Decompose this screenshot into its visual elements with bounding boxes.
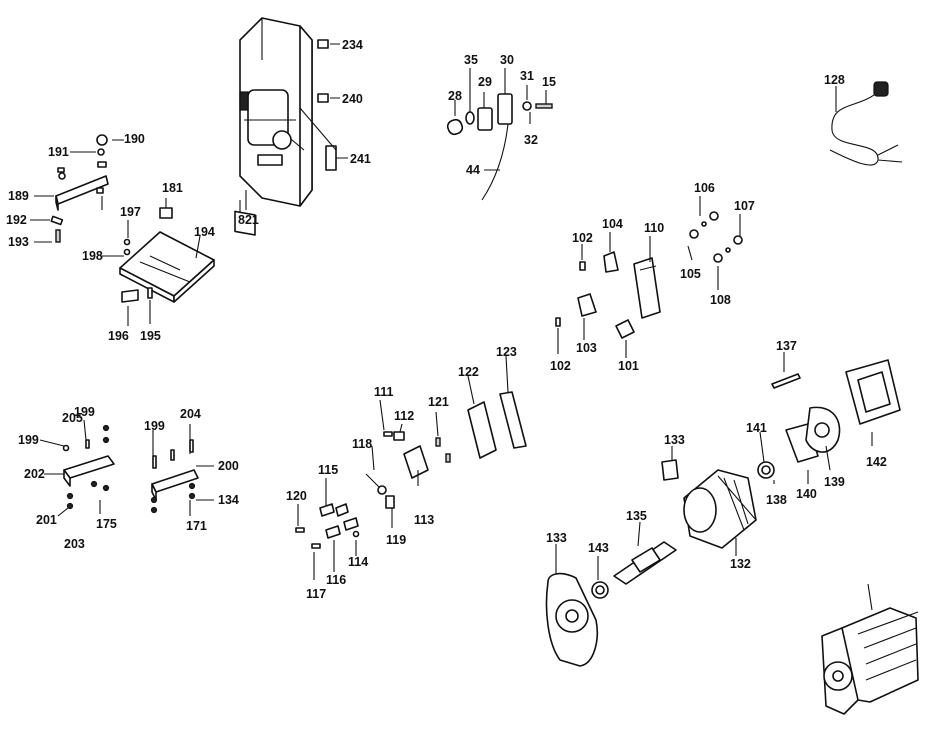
part-label-119: 119 [386, 533, 406, 547]
part-241 [325, 145, 337, 171]
part-label-191: 191 [48, 145, 69, 159]
part-label-202: 202 [24, 467, 45, 481]
part-label-181: 181 [162, 181, 183, 195]
brush-hardware [295, 431, 451, 549]
part-label-193: 193 [8, 235, 29, 249]
part-label-105: 105 [680, 267, 701, 281]
part-821 [234, 210, 256, 236]
part-label-128: 128 [824, 73, 845, 87]
part-label-241: 241 [350, 152, 371, 166]
part-label-114: 114 [348, 555, 368, 569]
part-label-203: 203 [64, 537, 85, 551]
part-label-28: 28 [448, 89, 462, 103]
part-label-195: 195 [140, 329, 161, 343]
switch-assembly [555, 211, 743, 339]
part-label-101: 101 [618, 359, 639, 373]
part-label-204: 204 [180, 407, 201, 421]
part-label-15: 15 [542, 75, 556, 89]
part-label-111: 111 [374, 385, 394, 399]
part-label-240: 240 [342, 92, 363, 106]
motor-assembly [545, 359, 919, 715]
part-label-190: 190 [124, 132, 145, 146]
power-cord-128 [829, 81, 903, 166]
part-label-107: 107 [734, 199, 755, 213]
part-label-121: 121 [428, 395, 449, 409]
part-label-134: 134 [218, 493, 239, 507]
part-label-122: 122 [458, 365, 479, 379]
rip-fence [50, 134, 109, 243]
part-label-175: 175 [96, 517, 117, 531]
part-label-142: 142 [866, 455, 887, 469]
saw-table-194 [119, 207, 215, 303]
part-label-138: 138 [766, 493, 787, 507]
part-label-108: 108 [710, 293, 731, 307]
part-137 [771, 373, 801, 389]
part-label-137: 137 [776, 339, 797, 353]
part-123 [499, 391, 527, 449]
switch-parts-cluster [446, 93, 553, 201]
part-label-115: 115 [318, 463, 338, 477]
part-label-197: 197 [120, 205, 141, 219]
part-label-133: 133 [664, 433, 685, 447]
part-label-143: 143 [588, 541, 609, 555]
part-label-139: 139 [824, 475, 845, 489]
part-label-112: 112 [394, 409, 414, 423]
part-label-194: 194 [194, 225, 215, 239]
part-label-32: 32 [524, 133, 538, 147]
part-label-140: 140 [796, 487, 817, 501]
part-label-821: 821 [238, 213, 259, 227]
part-label-44: 44 [466, 163, 480, 177]
part-label-141: 141 [746, 421, 767, 435]
part-234 [317, 39, 329, 49]
part-240 [317, 93, 329, 103]
part-label-199: 199 [144, 419, 165, 433]
part-label-118: 118 [352, 437, 372, 451]
part-label-120: 120 [286, 489, 307, 503]
part-label-110: 110 [644, 221, 664, 235]
part-label-135: 135 [626, 509, 647, 523]
part-label-31: 31 [520, 69, 534, 83]
part-label-106: 106 [694, 181, 715, 195]
part-label-133: 133 [546, 531, 567, 545]
part-label-234: 234 [342, 38, 363, 52]
part-label-30: 30 [500, 53, 514, 67]
part-label-102: 102 [572, 231, 593, 245]
part-label-113: 113 [414, 513, 434, 527]
part-label-132: 132 [730, 557, 751, 571]
part-label-189: 189 [8, 189, 29, 203]
part-label-104: 104 [602, 217, 623, 231]
part-label-123: 123 [496, 345, 517, 359]
part-label-205: 205 [62, 411, 83, 425]
part-label-199: 199 [74, 405, 95, 419]
part-label-196: 196 [108, 329, 129, 343]
part-label-199: 199 [18, 433, 39, 447]
saw-housing [239, 17, 313, 207]
part-label-200: 200 [218, 459, 239, 473]
part-label-116: 116 [326, 573, 346, 587]
part-122 [467, 401, 497, 459]
part-label-198: 198 [82, 249, 103, 263]
part-label-35: 35 [464, 53, 478, 67]
part-label-192: 192 [6, 213, 27, 227]
brackets-left [62, 424, 199, 514]
part-label-29: 29 [478, 75, 492, 89]
part-label-103: 103 [576, 341, 597, 355]
part-label-117: 117 [306, 587, 326, 601]
part-label-201: 201 [36, 513, 57, 527]
part-label-102: 102 [550, 359, 571, 373]
part-label-171: 171 [186, 519, 207, 533]
